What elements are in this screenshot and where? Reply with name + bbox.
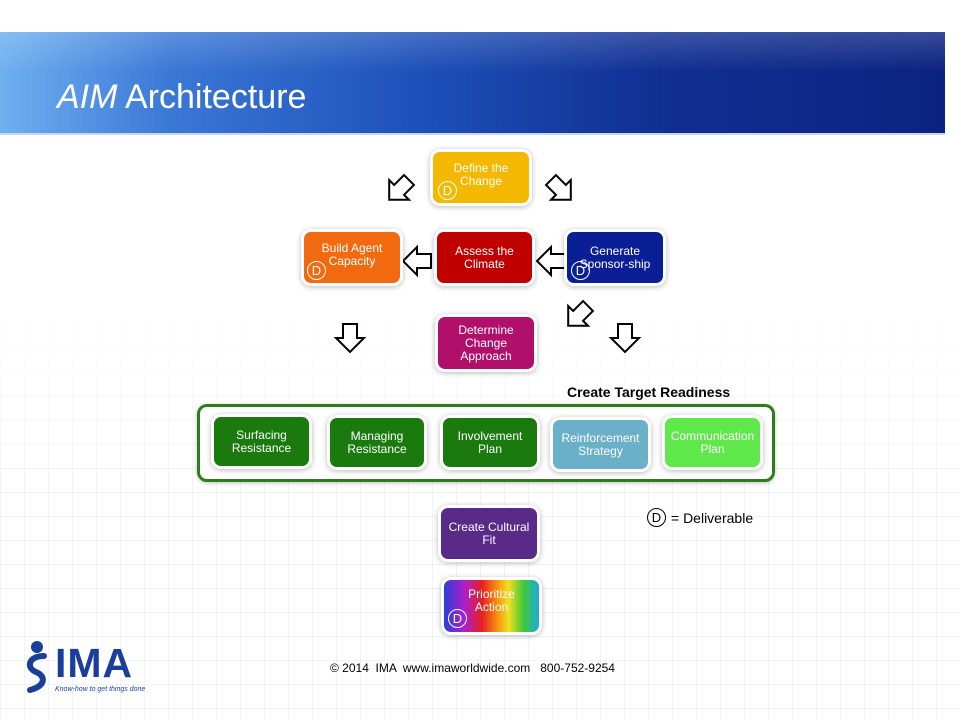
- box-surfacing-label: Surfacing Resistance: [231, 427, 292, 455]
- box-determine-change-approach: Determine Change Approach: [438, 317, 534, 369]
- box-reinforcement-strategy: Reinforcement Strategy: [553, 420, 648, 469]
- ima-logo-tagline: Know-how to get things done: [55, 686, 146, 693]
- box-build-label: Build Agent Capacity: [321, 241, 383, 268]
- box-managing-label: Managing Resistance: [347, 428, 407, 456]
- box-surfacing-resistance: Surfacing Resistance: [214, 417, 309, 466]
- arrow-define-to-build: [378, 169, 420, 211]
- box-approach-label: Determine Change Approach: [458, 322, 514, 363]
- box-involvement-label: Involvement Plan: [457, 428, 523, 456]
- title-italic: AIM: [57, 78, 118, 116]
- title-rest: Architecture: [117, 78, 307, 116]
- arrow-define-to-sponsor: [540, 169, 582, 211]
- box-build-agent-capacity: Build Agent Capacity: [304, 232, 400, 283]
- box-communication-plan: Communication Plan: [665, 418, 760, 467]
- slide-title: AIM Architecture: [57, 78, 306, 117]
- arrow-build-down: [335, 323, 365, 353]
- box-managing-resistance: Managing Resistance: [330, 418, 424, 467]
- ima-logo-wordmark: IMA: [55, 640, 134, 686]
- ima-logo-icon: [26, 641, 47, 693]
- box-define-label: Define the Change: [453, 161, 509, 188]
- target-readiness-label: Create Target Readiness: [567, 384, 731, 400]
- deliverable-marker-prioritize: D: [448, 609, 467, 628]
- box-sponsor-label: Generate Sponsor-ship: [579, 243, 651, 271]
- box-assess-the-climate: Assess the Climate: [437, 232, 532, 283]
- box-cultural-label: Create Cultural Fit: [448, 519, 530, 547]
- box-involvement-plan: Involvement Plan: [443, 418, 537, 467]
- arrow-assess-to-build: [402, 246, 432, 276]
- deliverable-legend-marker: D: [647, 508, 666, 527]
- arrow-sponsor-to-approach: [557, 295, 599, 337]
- arrow-sponsor-down: [610, 323, 640, 353]
- deliverable-marker-sponsor: D: [571, 261, 590, 280]
- box-communication-label: Communication Plan: [670, 428, 755, 456]
- title-banner: [0, 32, 945, 135]
- arrow-sponsor-to-assess: [536, 246, 566, 276]
- footer-text: © 2014 IMA www.imaworldwide.com 800-752-…: [330, 661, 615, 675]
- deliverable-marker-build: D: [307, 261, 326, 280]
- deliverable-legend-text: = Deliverable: [671, 510, 754, 526]
- box-reinforcement-label: Reinforcement Strategy: [561, 430, 640, 458]
- box-create-cultural-fit: Create Cultural Fit: [441, 508, 537, 559]
- box-prioritize-label: Prioritize Action: [468, 587, 515, 614]
- box-assess-label: Assess the Climate: [455, 243, 514, 271]
- deliverable-marker-define: D: [438, 181, 457, 200]
